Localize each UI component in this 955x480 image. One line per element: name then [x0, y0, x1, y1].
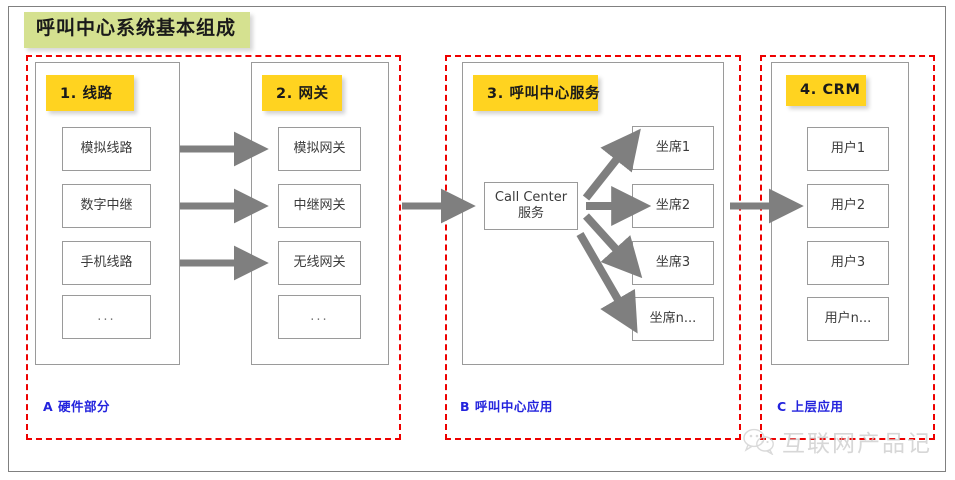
region-b-callcenter-app	[445, 55, 741, 440]
watermark-text: 互联网产品记	[782, 431, 932, 457]
watermark: 互联网产品记	[742, 424, 932, 458]
item-box-user-2[interactable]: 用户2	[807, 184, 889, 228]
outer-frame	[8, 6, 946, 472]
item-box-agent-1[interactable]: 坐席1	[632, 126, 714, 170]
item-box-digital-trunk[interactable]: 数字中继	[62, 184, 151, 228]
column-header-callcenter-service: 3. 呼叫中心服务	[473, 75, 599, 111]
item-box-agent-3[interactable]: 坐席3	[632, 241, 714, 285]
item-box-user-1[interactable]: 用户1	[807, 127, 889, 171]
wechat-logo-icon	[743, 428, 774, 455]
item-box-wireless-gateway[interactable]: 无线网关	[278, 241, 361, 285]
item-box-agent-2[interactable]: 坐席2	[632, 184, 714, 228]
region-c-label: C 上层应用	[777, 399, 844, 414]
item-box-mobile-line[interactable]: 手机线路	[62, 241, 151, 285]
item-box-gateways-more[interactable]: ...	[278, 295, 361, 339]
item-box-analog-gateway[interactable]: 模拟网关	[278, 127, 361, 171]
column-header-crm: 4. CRM	[786, 75, 866, 106]
column-header-gateways: 2. 网关	[262, 75, 342, 111]
item-box-analog-line[interactable]: 模拟线路	[62, 127, 151, 171]
item-box-call-center-service[interactable]: Call Center服务	[484, 182, 578, 230]
item-box-agent-n[interactable]: 坐席n...	[632, 297, 714, 341]
item-box-user-n[interactable]: 用户n...	[807, 297, 889, 341]
region-a-label: A 硬件部分	[43, 399, 111, 414]
item-box-trunk-gateway[interactable]: 中继网关	[278, 184, 361, 228]
item-box-user-3[interactable]: 用户3	[807, 241, 889, 285]
page-title: 呼叫中心系统基本组成	[24, 12, 251, 48]
region-c-upper-app	[760, 55, 935, 440]
item-box-lines-more[interactable]: ...	[62, 295, 151, 339]
region-b-label: B 呼叫中心应用	[460, 399, 553, 414]
region-a-hardware	[26, 55, 401, 440]
column-header-lines: 1. 线路	[46, 75, 134, 111]
